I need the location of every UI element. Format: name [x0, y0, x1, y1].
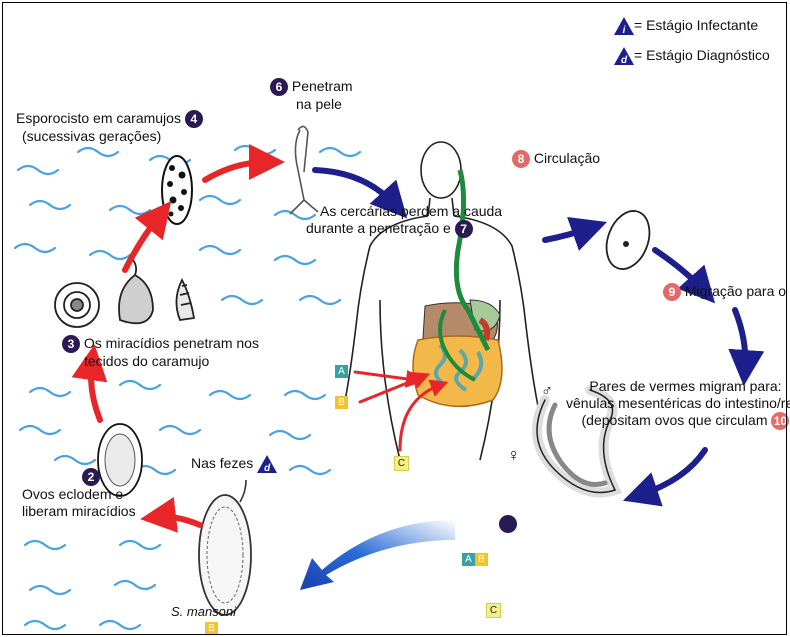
step-3-label: 3 Os miracídios penetram nos tecidos do …: [62, 335, 259, 370]
diagnostic-triangle-icon: d: [614, 47, 634, 65]
step-6-line-1: As cercárias perdem a cauda: [320, 203, 502, 219]
step-6-badge: 7: [455, 220, 473, 238]
schistosomulum-illustration: [599, 205, 657, 275]
feces-label: Nas fezes d: [191, 455, 277, 473]
egg-tag-b: B: [205, 622, 218, 635]
step-8-line-1: Migração para o sangue portal: [685, 283, 790, 299]
legend-diagnostic: d = Estágio Diagnóstico: [614, 47, 770, 65]
big-return-arrow: [300, 520, 455, 590]
step-5-line-2: na pele: [296, 96, 342, 112]
step-2-line-1: Ovos eclodem e: [22, 486, 123, 502]
step-3-line-1: Os miracídios penetram nos: [84, 335, 259, 351]
legend-infective-label: = Estágio Infectante: [634, 17, 758, 33]
schistosoma-egg-illustration: [199, 480, 251, 615]
female-symbol: ♀: [507, 447, 521, 464]
step-4-line-2: (sucessivas gerações): [22, 128, 161, 144]
site-tag-b: B: [335, 396, 348, 409]
egg-species-text: S. mansoni: [171, 604, 236, 619]
step-9-label: Pares de vermes migram para: vênulas mes…: [566, 378, 790, 430]
step-6-line-2: durante a penetração e: [306, 220, 451, 236]
step-3-line-2: tecidos do caramujo: [84, 353, 209, 369]
step-5-line-1: Penetram: [292, 78, 353, 94]
feces-label-text: Nas fezes: [191, 455, 253, 471]
step-8-label: 9 Migração para o sangue portal: [663, 283, 790, 301]
step-9-line-2: vênulas mesentéricas do intestino/reto: [566, 395, 790, 411]
step-6-label: As cercárias perdem a cauda durante a pe…: [306, 203, 502, 238]
feces-diagnostic-icon: d: [257, 455, 277, 473]
step-10-tag-a: A: [462, 553, 475, 566]
step-7-label: 8 Circulação: [512, 150, 600, 202]
step-4-badge: 4: [185, 110, 203, 128]
step-9-line-1: Pares de vermes migram para:: [589, 378, 781, 394]
legend-infective: i = Estágio Infectante: [614, 17, 758, 35]
step-2-badge: 2: [82, 468, 100, 486]
male-symbol: ♂: [541, 383, 553, 400]
step-10-badge: [499, 515, 517, 533]
step-8-badge: 9: [663, 283, 681, 301]
step-9-badge: 10: [771, 412, 789, 430]
step-3-badge: 3: [62, 335, 80, 353]
step-2-line-2: liberam miracídios: [22, 503, 136, 519]
step-7-badge: 8: [512, 150, 530, 168]
step-9-line-3: (depositam ovos que circulam: [582, 412, 768, 428]
egg-species-label: S. mansoni: [171, 603, 236, 620]
infective-triangle-icon: i: [614, 17, 634, 35]
site-tag-c: C: [394, 456, 409, 471]
step-5-badge: 6: [270, 78, 288, 96]
step-10-tag-c: C: [486, 603, 501, 618]
legend-diagnostic-label: = Estágio Diagnóstico: [634, 47, 770, 63]
step-4-line-1: Esporocisto em caramujos: [16, 110, 181, 126]
sporocyst-illustration: [162, 156, 192, 224]
step-4-label: Esporocisto em caramujos 4 (sucessivas g…: [16, 110, 203, 145]
step-10-tag-b: B: [475, 553, 488, 566]
site-tag-a: A: [335, 365, 348, 378]
step-2-label: 2 Ovos eclodem e liberam miracídios: [22, 468, 136, 520]
step-5-label: 6 Penetram na pele: [270, 78, 353, 113]
step-7-line-1: Circulação: [534, 150, 600, 166]
